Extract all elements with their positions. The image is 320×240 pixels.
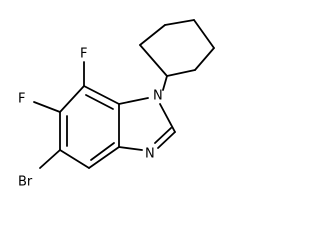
chemical-structure-diagram: F F N N Br: [18, 19, 215, 190]
bond-c7-c6: [59, 85, 85, 113]
bond-c5-br: [39, 149, 61, 169]
bond-c5-c4: [59, 149, 90, 169]
bond-n1-cyclohexyl: [162, 75, 168, 91]
atom-label-f-left: F: [18, 92, 25, 107]
bond-c2-n3-inner: [154, 127, 172, 144]
bonds: [33, 19, 215, 169]
bond-c7a-c7-inner: [85, 94, 114, 110]
bond-cyclohexyl-6: [139, 44, 168, 77]
atom-label-n1: N: [153, 89, 163, 104]
bond-c6-f-left: [33, 101, 61, 113]
bond-c4-c3a: [88, 146, 120, 169]
bond-cyclohexyl-5: [166, 69, 196, 77]
bond-cyclohexyl-3: [193, 19, 215, 49]
atom-label-n3: N: [145, 147, 155, 162]
bond-cyclohexyl-4: [194, 47, 215, 71]
bond-c4-c3a-inner: [90, 142, 115, 161]
bond-n1-c2: [159, 103, 176, 133]
bond-cyclohexyl-1: [139, 24, 166, 46]
atom-label-f-top: F: [80, 47, 87, 62]
bond-c2-n3: [157, 131, 176, 149]
bond-cyclohexyl-2: [164, 19, 195, 26]
bond-c7a-n1: [118, 97, 149, 105]
bond-c7a-c7: [83, 85, 120, 105]
atom-label-br: Br: [18, 175, 33, 190]
atom-labels: F F N N Br: [18, 47, 163, 190]
bond-n3-c3a: [118, 146, 143, 151]
